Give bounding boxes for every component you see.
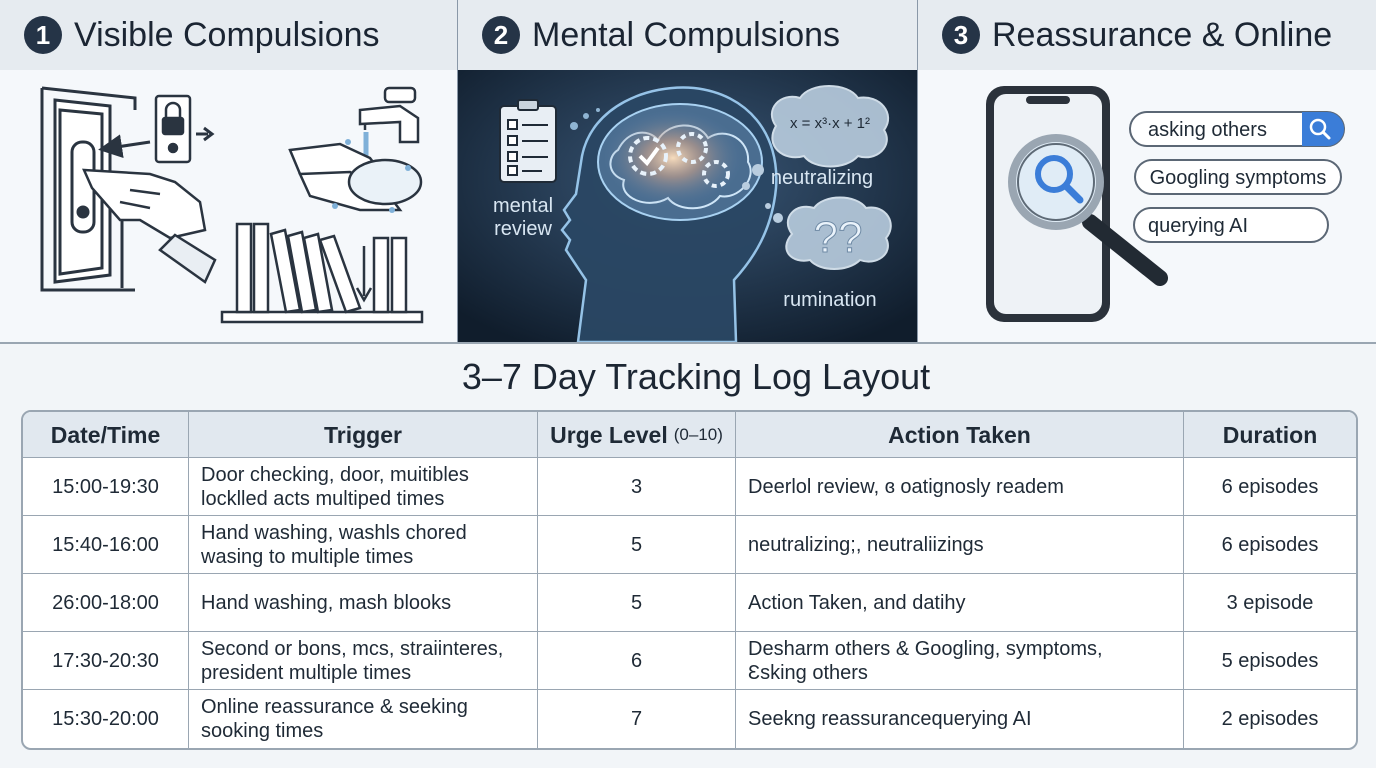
door-icon <box>40 86 137 292</box>
cell-time: 17:30-20:30 <box>23 632 189 690</box>
brain-icon <box>597 103 763 221</box>
clipboard-checklist-icon <box>499 99 557 183</box>
table-row: 15:00-19:30 Door checking, door, muitibl… <box>23 457 1356 516</box>
header-duration: Duration <box>1222 421 1318 448</box>
hand-icon <box>82 168 217 284</box>
compulsion-panels: 1 Visible Compulsions <box>0 0 1376 344</box>
reassurance-online-illustration: asking others Googling symptoms querying… <box>986 86 1345 322</box>
water-drops-icon <box>332 139 411 213</box>
cell-duration: 3 episode <box>1226 592 1314 614</box>
cell-trigger: Second or bons, mcs, straiinteres,presid… <box>189 632 538 690</box>
trigger-line: Second or bons, mcs, straiinteres, <box>201 638 504 660</box>
panel-title: Mental Compulsions <box>532 15 841 54</box>
header-urge-scale: (0–10) <box>673 424 723 444</box>
cell-urge: 5 <box>538 516 736 574</box>
chip-label: asking others <box>1148 119 1267 141</box>
trigger-line: sooking times <box>201 720 324 742</box>
rumination-label: rumination <box>783 289 876 311</box>
washing-hands-icon <box>288 142 423 212</box>
thought-dots-icon <box>570 108 600 130</box>
mental-compulsions-illustration: mental review x = x³·x + 1² neutralizing… <box>458 70 918 342</box>
panel-header: 1 Visible Compulsions <box>0 0 458 70</box>
panel-number-badge: 3 <box>942 16 980 54</box>
panel-number-badge: 1 <box>24 16 62 54</box>
thought-bubble-formula-icon <box>742 85 890 190</box>
action-line: Ɛsking others <box>748 662 868 684</box>
table-row: 26:00-18:00 Hand washing, mash blooks 5 … <box>23 573 1356 632</box>
cell-time: 15:40-16:00 <box>23 516 189 574</box>
cell-duration: 5 episodes <box>1221 650 1319 672</box>
action-line: neutralizing;, neutraliizings <box>748 534 984 556</box>
cell-time: 15:30-20:00 <box>23 690 189 748</box>
cell-duration: 2 episodes <box>1221 708 1319 730</box>
section-separator <box>0 342 1376 344</box>
mental-review-label-line2: review <box>494 218 552 240</box>
trigger-line: Online reassurance & seeking <box>201 696 468 718</box>
cell-urge: 5 <box>538 574 736 632</box>
cell-urge: 7 <box>538 690 736 748</box>
neutralizing-label: neutralizing <box>771 167 873 189</box>
panel-title: Reassurance & Online <box>992 15 1333 54</box>
chip-label: Googling symptoms <box>1150 167 1327 189</box>
cell-duration: 6 episodes <box>1221 534 1319 556</box>
header-trigger: Trigger <box>189 412 538 457</box>
panel-number-badge: 2 <box>482 16 520 54</box>
cell-action: Action Taken, and datihy <box>736 574 1184 632</box>
formula-text: x = x³·x + 1² <box>790 115 870 132</box>
trigger-line: president multiple times <box>201 662 412 684</box>
panel-title: Visible Compulsions <box>74 15 380 54</box>
log-title: 3–7 Day Tracking Log Layout <box>461 356 931 397</box>
svg-text:??: ?? <box>814 213 863 262</box>
thought-bubble-question-icon: ?? <box>765 196 892 270</box>
tracking-log-table: Date/Time Trigger Urge Level (0–10) Acti… <box>21 410 1358 750</box>
header-action-taken: Action Taken <box>736 412 1184 457</box>
header-date-time: Date/Time <box>23 412 189 457</box>
cell-trigger: Hand washing, mash blooks <box>189 574 538 632</box>
search-chip-asking-others <box>1129 111 1345 147</box>
action-line: Desharm others & Googling, symptoms, <box>748 638 1103 660</box>
trigger-line: wasing to multiple times <box>201 546 414 568</box>
trigger-line: Door checking, door, muitibles <box>201 464 469 486</box>
cell-action: Deerlol review, ɞ oatignosly readem <box>736 458 1184 516</box>
cell-urge: 6 <box>538 632 736 690</box>
cell-action: neutralizing;, neutraliizings <box>736 516 1184 574</box>
table-row: 17:30-20:30 Second or bons, mcs, straiin… <box>23 631 1356 690</box>
header-urge-label: Urge Level <box>550 421 668 448</box>
cell-action: Desharm others & Googling, symptoms,Ɛski… <box>736 632 1184 690</box>
cell-duration: 6 episodes <box>1221 476 1319 498</box>
cell-time: 26:00-18:00 <box>23 574 189 632</box>
trigger-line: Hand washing, mash blooks <box>201 592 452 614</box>
chip-label: querying AI <box>1148 215 1248 237</box>
panel-header: 3 Reassurance & Online <box>918 0 1376 70</box>
header-urge-level: Urge Level (0–10) <box>538 412 736 457</box>
visible-compulsions-illustration <box>40 86 424 324</box>
panel-visible-compulsions: 1 Visible Compulsions <box>0 0 458 344</box>
action-line: Seekng reassurancequerying AI <box>748 708 1032 730</box>
cell-time: 15:00-19:30 <box>23 458 189 516</box>
action-line: Deerlol review, ɞ oatignosly readem <box>748 476 1064 498</box>
trigger-line: locklled acts multiped times <box>201 488 445 510</box>
mental-review-label-line1: mental <box>493 195 553 217</box>
magnifying-glass-icon <box>1008 134 1168 286</box>
cell-action: Seekng reassurancequerying AI <box>736 690 1184 748</box>
panel-header: 2 Mental Compulsions <box>458 0 918 70</box>
books-icon <box>220 222 424 324</box>
panel-reassurance-online: 3 Reassurance & Online <box>918 0 1376 344</box>
action-line: Action Taken, and datihy <box>748 592 966 614</box>
lock-icon <box>154 94 192 164</box>
panel-mental-compulsions: 2 Mental Compulsions <box>458 0 918 344</box>
search-chip-googling-symptoms <box>1134 159 1342 195</box>
trigger-line: Hand washing, washls chored <box>201 522 467 544</box>
table-row: 15:30-20:00 Online reassurance & seeking… <box>23 689 1356 748</box>
search-chip-querying-ai <box>1133 207 1329 243</box>
table-header-row: Date/Time Trigger Urge Level (0–10) Acti… <box>23 412 1356 457</box>
cell-urge: 3 <box>538 458 736 516</box>
